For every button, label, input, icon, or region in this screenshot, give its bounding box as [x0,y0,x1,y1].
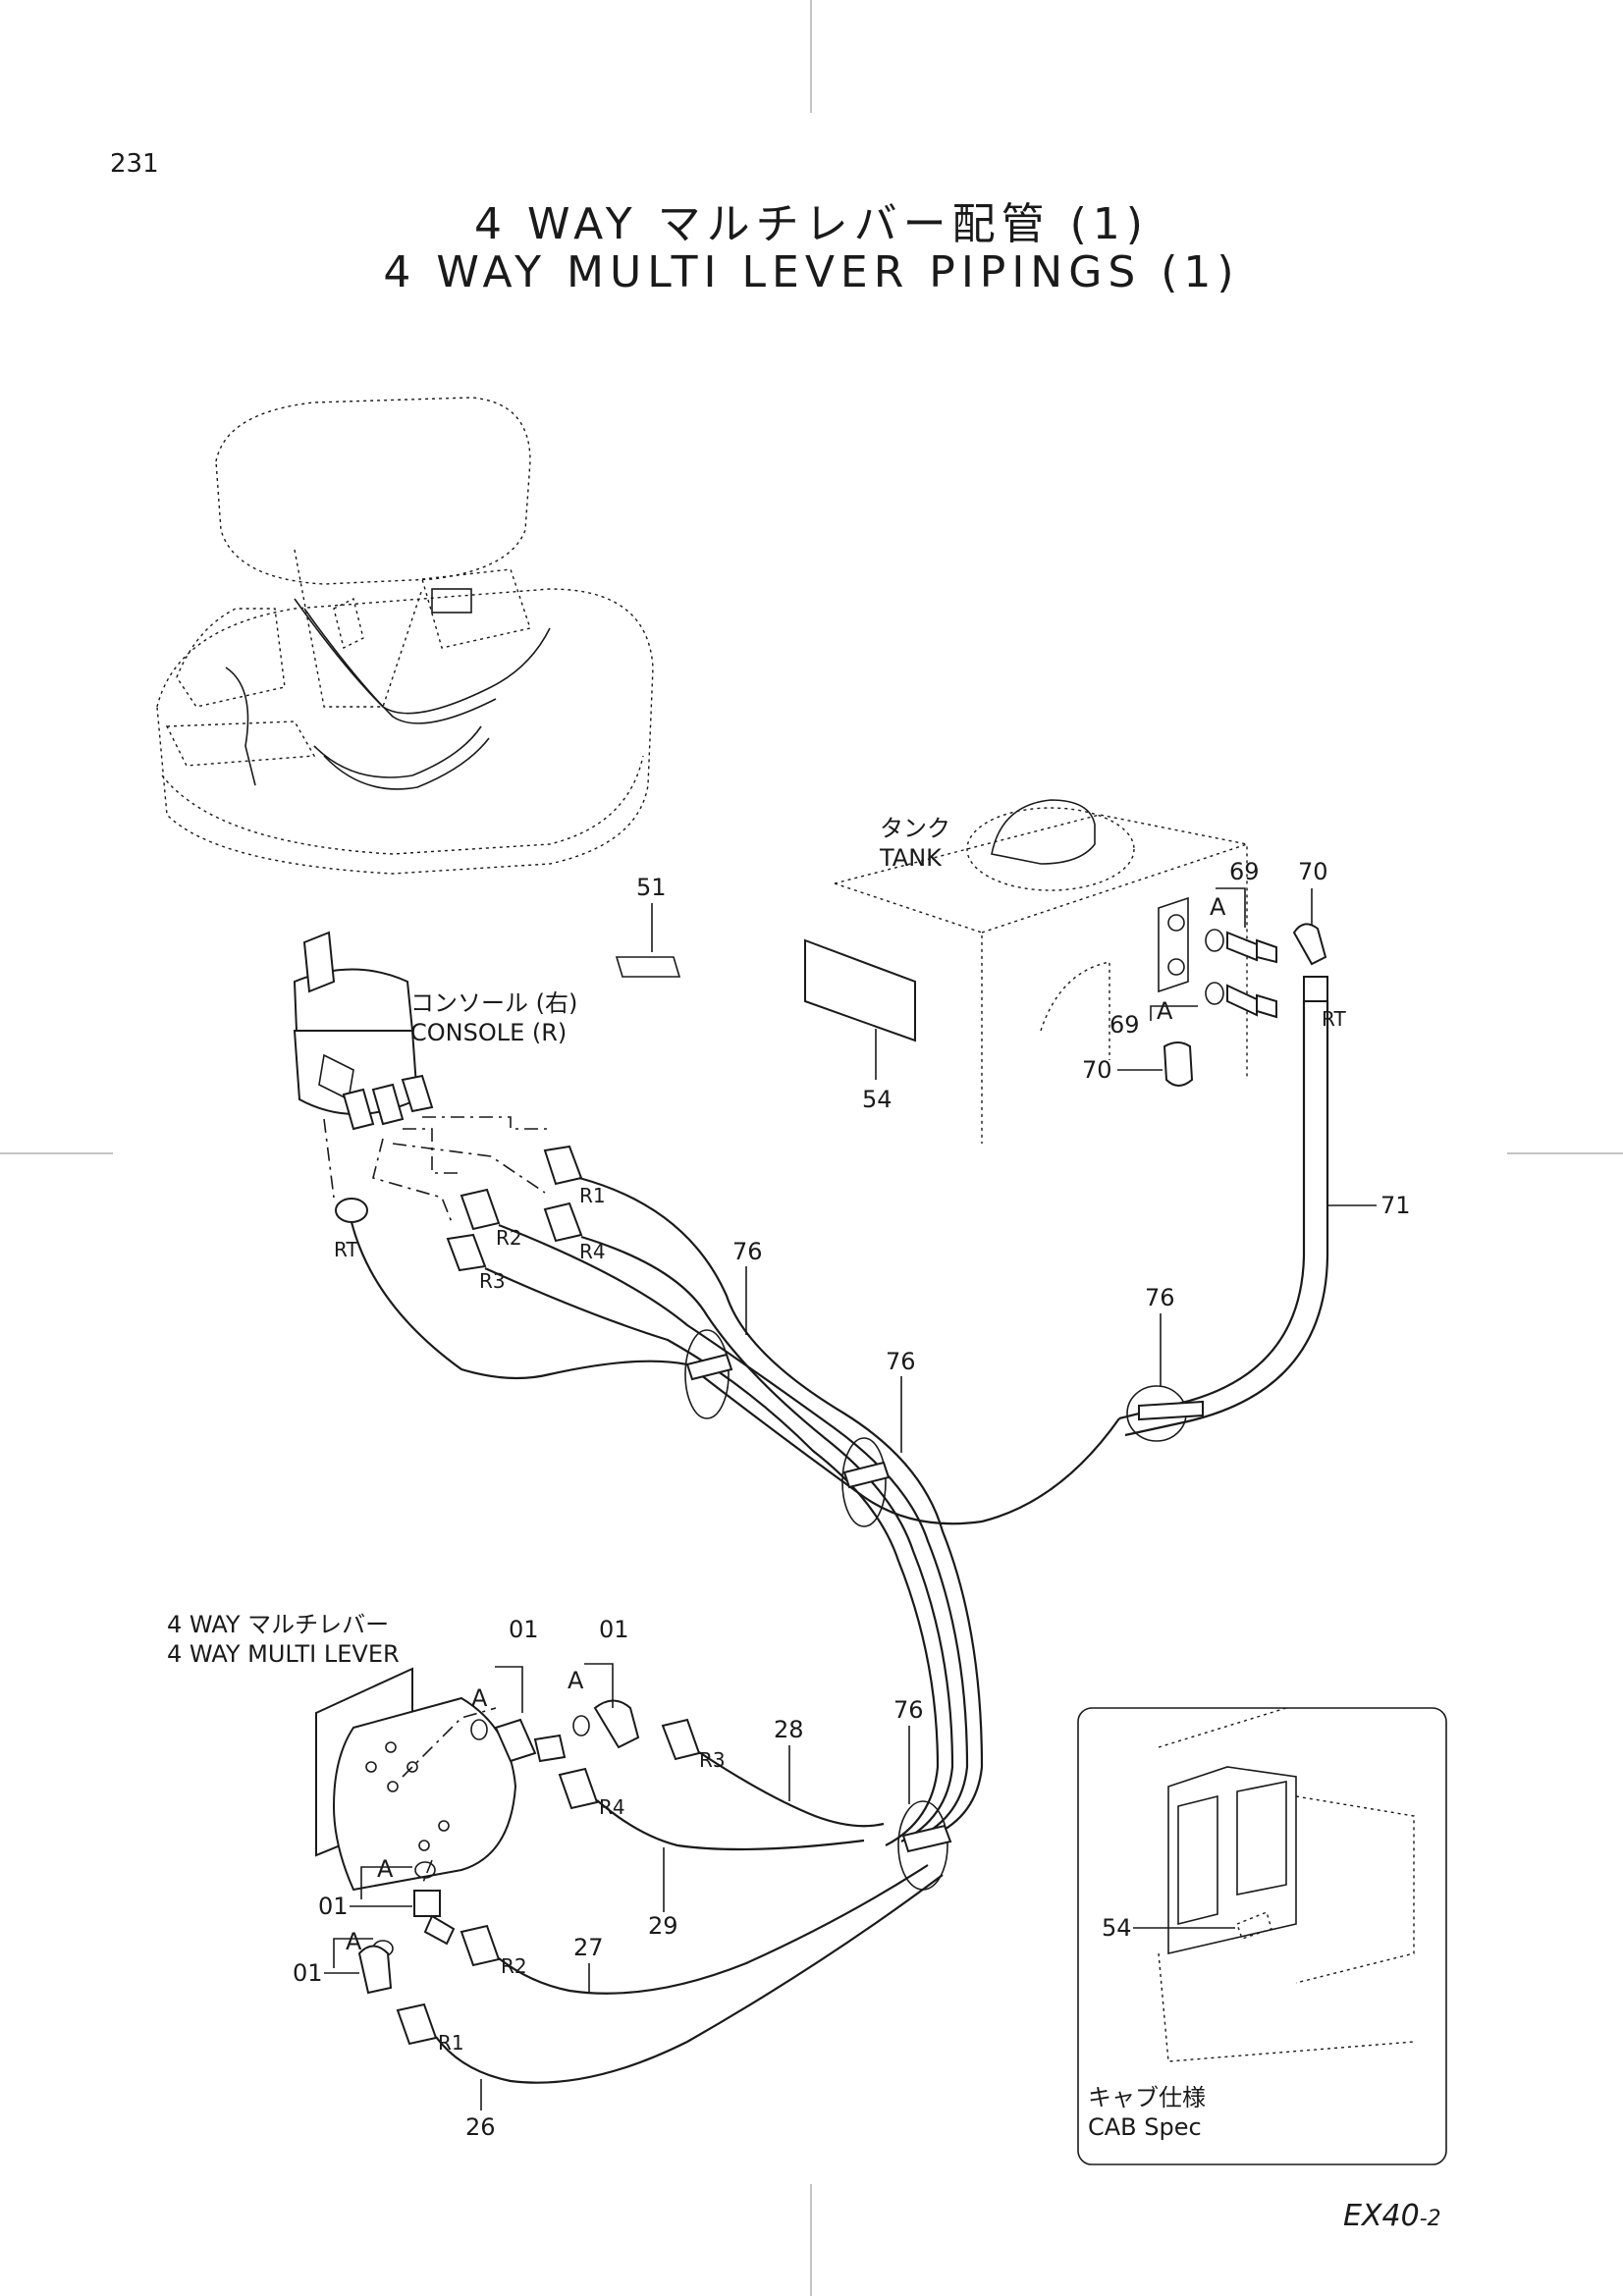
port-r1-bottom: R1 [438,2031,464,2055]
cab-label-japanese: キャブ仕様 [1088,2084,1206,2111]
label-plate-51 [615,956,681,978]
title-english: 4 WAY MULTI LEVER PIPINGS (1) [383,247,1240,297]
machine-gauge-icon [431,588,472,614]
callout-71: 71 [1380,1192,1411,1219]
hydraulic-tank [834,799,1248,1144]
callout-54: 54 [862,1086,893,1113]
hose-clamps-76 [684,1329,1204,1891]
callout-29: 29 [648,1912,678,1940]
section-mark-a2: A [1157,997,1173,1025]
tank-fittings [1163,923,1327,1087]
lower-hose-fittings [396,1718,701,2046]
cab-spec-frame [1077,1707,1447,2165]
connection-line-r2 [403,1128,461,1174]
callout-69-bottom: 69 [1109,1011,1140,1039]
callout-28: 28 [774,1716,804,1743]
port-rt-right: RT [1322,1007,1346,1031]
upper-hose-fittings [446,1145,583,1272]
lever-label-japanese: 4 WAY マルチレバー [167,1611,389,1638]
console-label-japanese: コンソール (右) [410,989,577,1017]
callout-27: 27 [573,1934,604,1961]
port-r3-top: R3 [479,1269,506,1293]
hose-29 [596,1799,865,1851]
model-suffix: -2 [1419,2207,1441,2231]
port-r4-bottom: R4 [599,1795,625,1819]
callout-26: 26 [465,2113,496,2141]
adapters-01 [357,1699,640,1995]
label-plate-54 [804,938,916,1042]
hose-27 [498,1864,929,1995]
section-mark-a1: A [1210,893,1226,921]
tank-label-japanese: タンク [880,815,950,842]
cab-label-english: CAB Spec [1088,2113,1202,2141]
callout-54-cab: 54 [1102,1914,1132,1942]
callout-76-b: 76 [886,1348,916,1375]
rt-fitting-right [1303,976,1328,1002]
callout-51: 51 [636,874,667,901]
title-japanese: 4 WAY マルチレバー配管 (1) [474,199,1149,249]
section-mark-a6: A [346,1928,362,1955]
port-r1-top: R1 [579,1184,606,1207]
callout-70-bottom: 70 [1082,1056,1112,1084]
connection-line-rt [323,1118,335,1199]
cab-spec-inset [1077,1707,1447,2165]
callout-01-c: 01 [318,1893,349,1920]
machine-overview-illustration [156,397,654,875]
callout-76-c: 76 [1145,1284,1175,1311]
section-mark-a3: A [471,1684,488,1712]
port-rt-left: RT [334,1238,358,1261]
callout-76-a: 76 [732,1238,763,1265]
lever-connection-line-a [402,1707,497,1778]
callout-70-top: 70 [1298,858,1328,885]
section-mark-a5: A [377,1855,394,1883]
connection-line-r1 [422,1116,550,1130]
lower-pilot-hoses [435,1751,944,2084]
hose-28 [698,1751,885,1828]
lever-label-english: 4 WAY MULTI LEVER [167,1640,400,1668]
callout-01-a: 01 [509,1616,539,1643]
connection-line-r3 [372,1138,453,1223]
return-pipe-71 [1118,1001,1306,1420]
callout-01-d: 01 [293,1959,323,1987]
multi-lever-valve-body [315,1667,517,1892]
hose-26 [435,1874,944,2084]
page-number: 231 [110,149,159,179]
lever-connection-line-b [421,1859,433,1886]
model-base: EX40 [1343,2199,1420,2233]
section-mark-a4: A [568,1667,584,1694]
callout-76-d: 76 [893,1696,924,1724]
tank-label-english: TANK [879,844,943,872]
connection-line-r4 [392,1143,546,1194]
model-code: EX40-2 [1343,2199,1441,2233]
console-label-english: CONSOLE (R) [410,1019,567,1046]
callout-01-b: 01 [599,1616,629,1643]
callout-69-top: 69 [1229,858,1260,885]
right-console-pilot-valve [293,931,434,1223]
